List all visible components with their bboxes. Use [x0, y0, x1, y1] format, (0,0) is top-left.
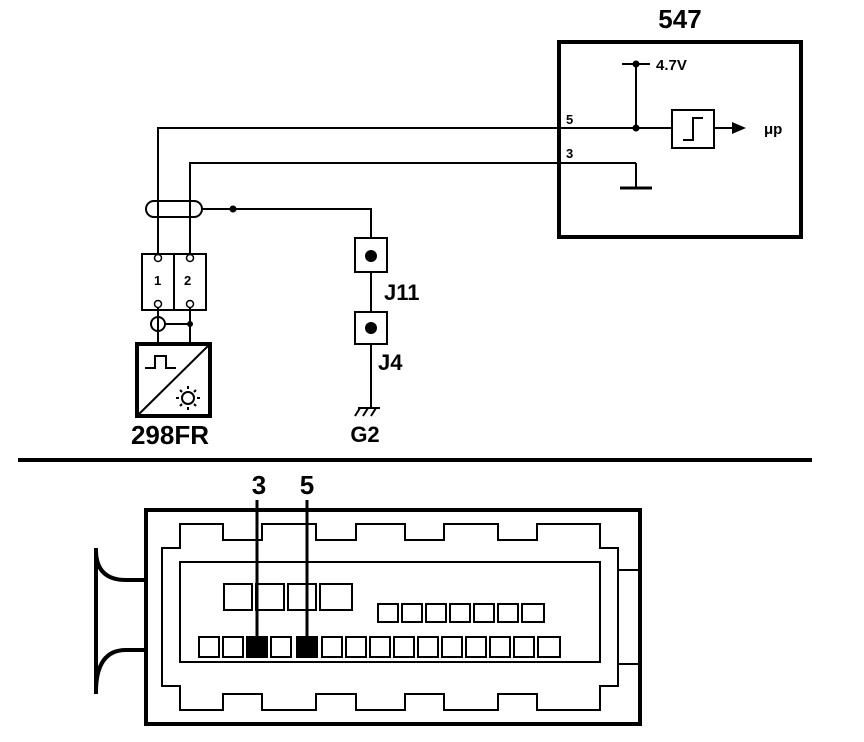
ecu-pin-5-label: 5	[566, 112, 573, 127]
chassis-ground-icon	[354, 407, 380, 417]
large-pin	[319, 583, 353, 611]
connector-j11-label: J11	[384, 280, 420, 305]
pin	[198, 636, 220, 658]
pin	[473, 603, 495, 623]
pin-3-highlighted	[246, 636, 268, 658]
wire-signal	[157, 127, 559, 254]
pin	[393, 636, 415, 658]
supply-voltage-label: 4.7V	[656, 57, 687, 74]
large-pin	[287, 583, 317, 611]
large-pin	[223, 583, 253, 611]
wire-ground	[189, 162, 559, 254]
large-pin	[255, 583, 285, 611]
sensor-298fr: 1 2 298FR	[131, 253, 212, 450]
pin-5-callout: 5	[300, 470, 314, 500]
pin-5-highlighted	[296, 636, 318, 658]
pin	[513, 636, 535, 658]
ecu-ground-path: 3	[559, 146, 652, 190]
ecu-547: 547 4.7V 5 μp 3	[557, 4, 803, 239]
ground-chain: J11 J4 G2	[350, 237, 420, 447]
ecu-box	[557, 40, 803, 239]
sensor-pin-2-label: 2	[184, 273, 191, 288]
connector-inner-outline	[161, 523, 619, 711]
microprocessor-label: μp	[764, 121, 782, 138]
middle-pin-row	[377, 603, 545, 623]
pin	[321, 636, 343, 658]
pin	[270, 636, 292, 658]
wires	[145, 127, 559, 254]
cable-shield-icon	[145, 200, 203, 218]
sensor-pin-1-label: 1	[154, 273, 161, 288]
pin	[537, 636, 561, 658]
ecu-connector-view: 3 5	[94, 470, 642, 726]
pin-cavity-area	[179, 561, 601, 663]
pin	[449, 603, 471, 623]
ecu-pin-3-label: 3	[566, 146, 573, 161]
pin	[369, 636, 391, 658]
pin	[521, 603, 545, 623]
sun-icon	[176, 386, 200, 410]
pin	[345, 636, 367, 658]
arrow-right-icon	[732, 122, 746, 134]
pin	[497, 603, 519, 623]
connector-j4-label: J4	[378, 350, 403, 375]
ecu-signal-path: 5 μp	[559, 109, 782, 149]
pin	[222, 636, 244, 658]
pin-3-callout: 3	[252, 470, 266, 500]
ground-g2-label: G2	[350, 422, 379, 447]
pin	[465, 636, 487, 658]
pin	[401, 603, 423, 623]
pin	[489, 636, 511, 658]
pin	[425, 603, 447, 623]
pin	[417, 636, 439, 658]
pin	[377, 603, 399, 623]
pin	[441, 636, 463, 658]
sensor-label: 298FR	[131, 420, 209, 450]
bottom-pin-row	[198, 636, 561, 658]
wire-shield-drain	[202, 208, 372, 238]
pulse-signal-icon	[145, 355, 176, 369]
large-pin-row	[223, 583, 353, 611]
ecu-label: 547	[658, 4, 701, 34]
connector-latch	[94, 548, 146, 694]
ecu-supply: 4.7V	[622, 57, 687, 128]
